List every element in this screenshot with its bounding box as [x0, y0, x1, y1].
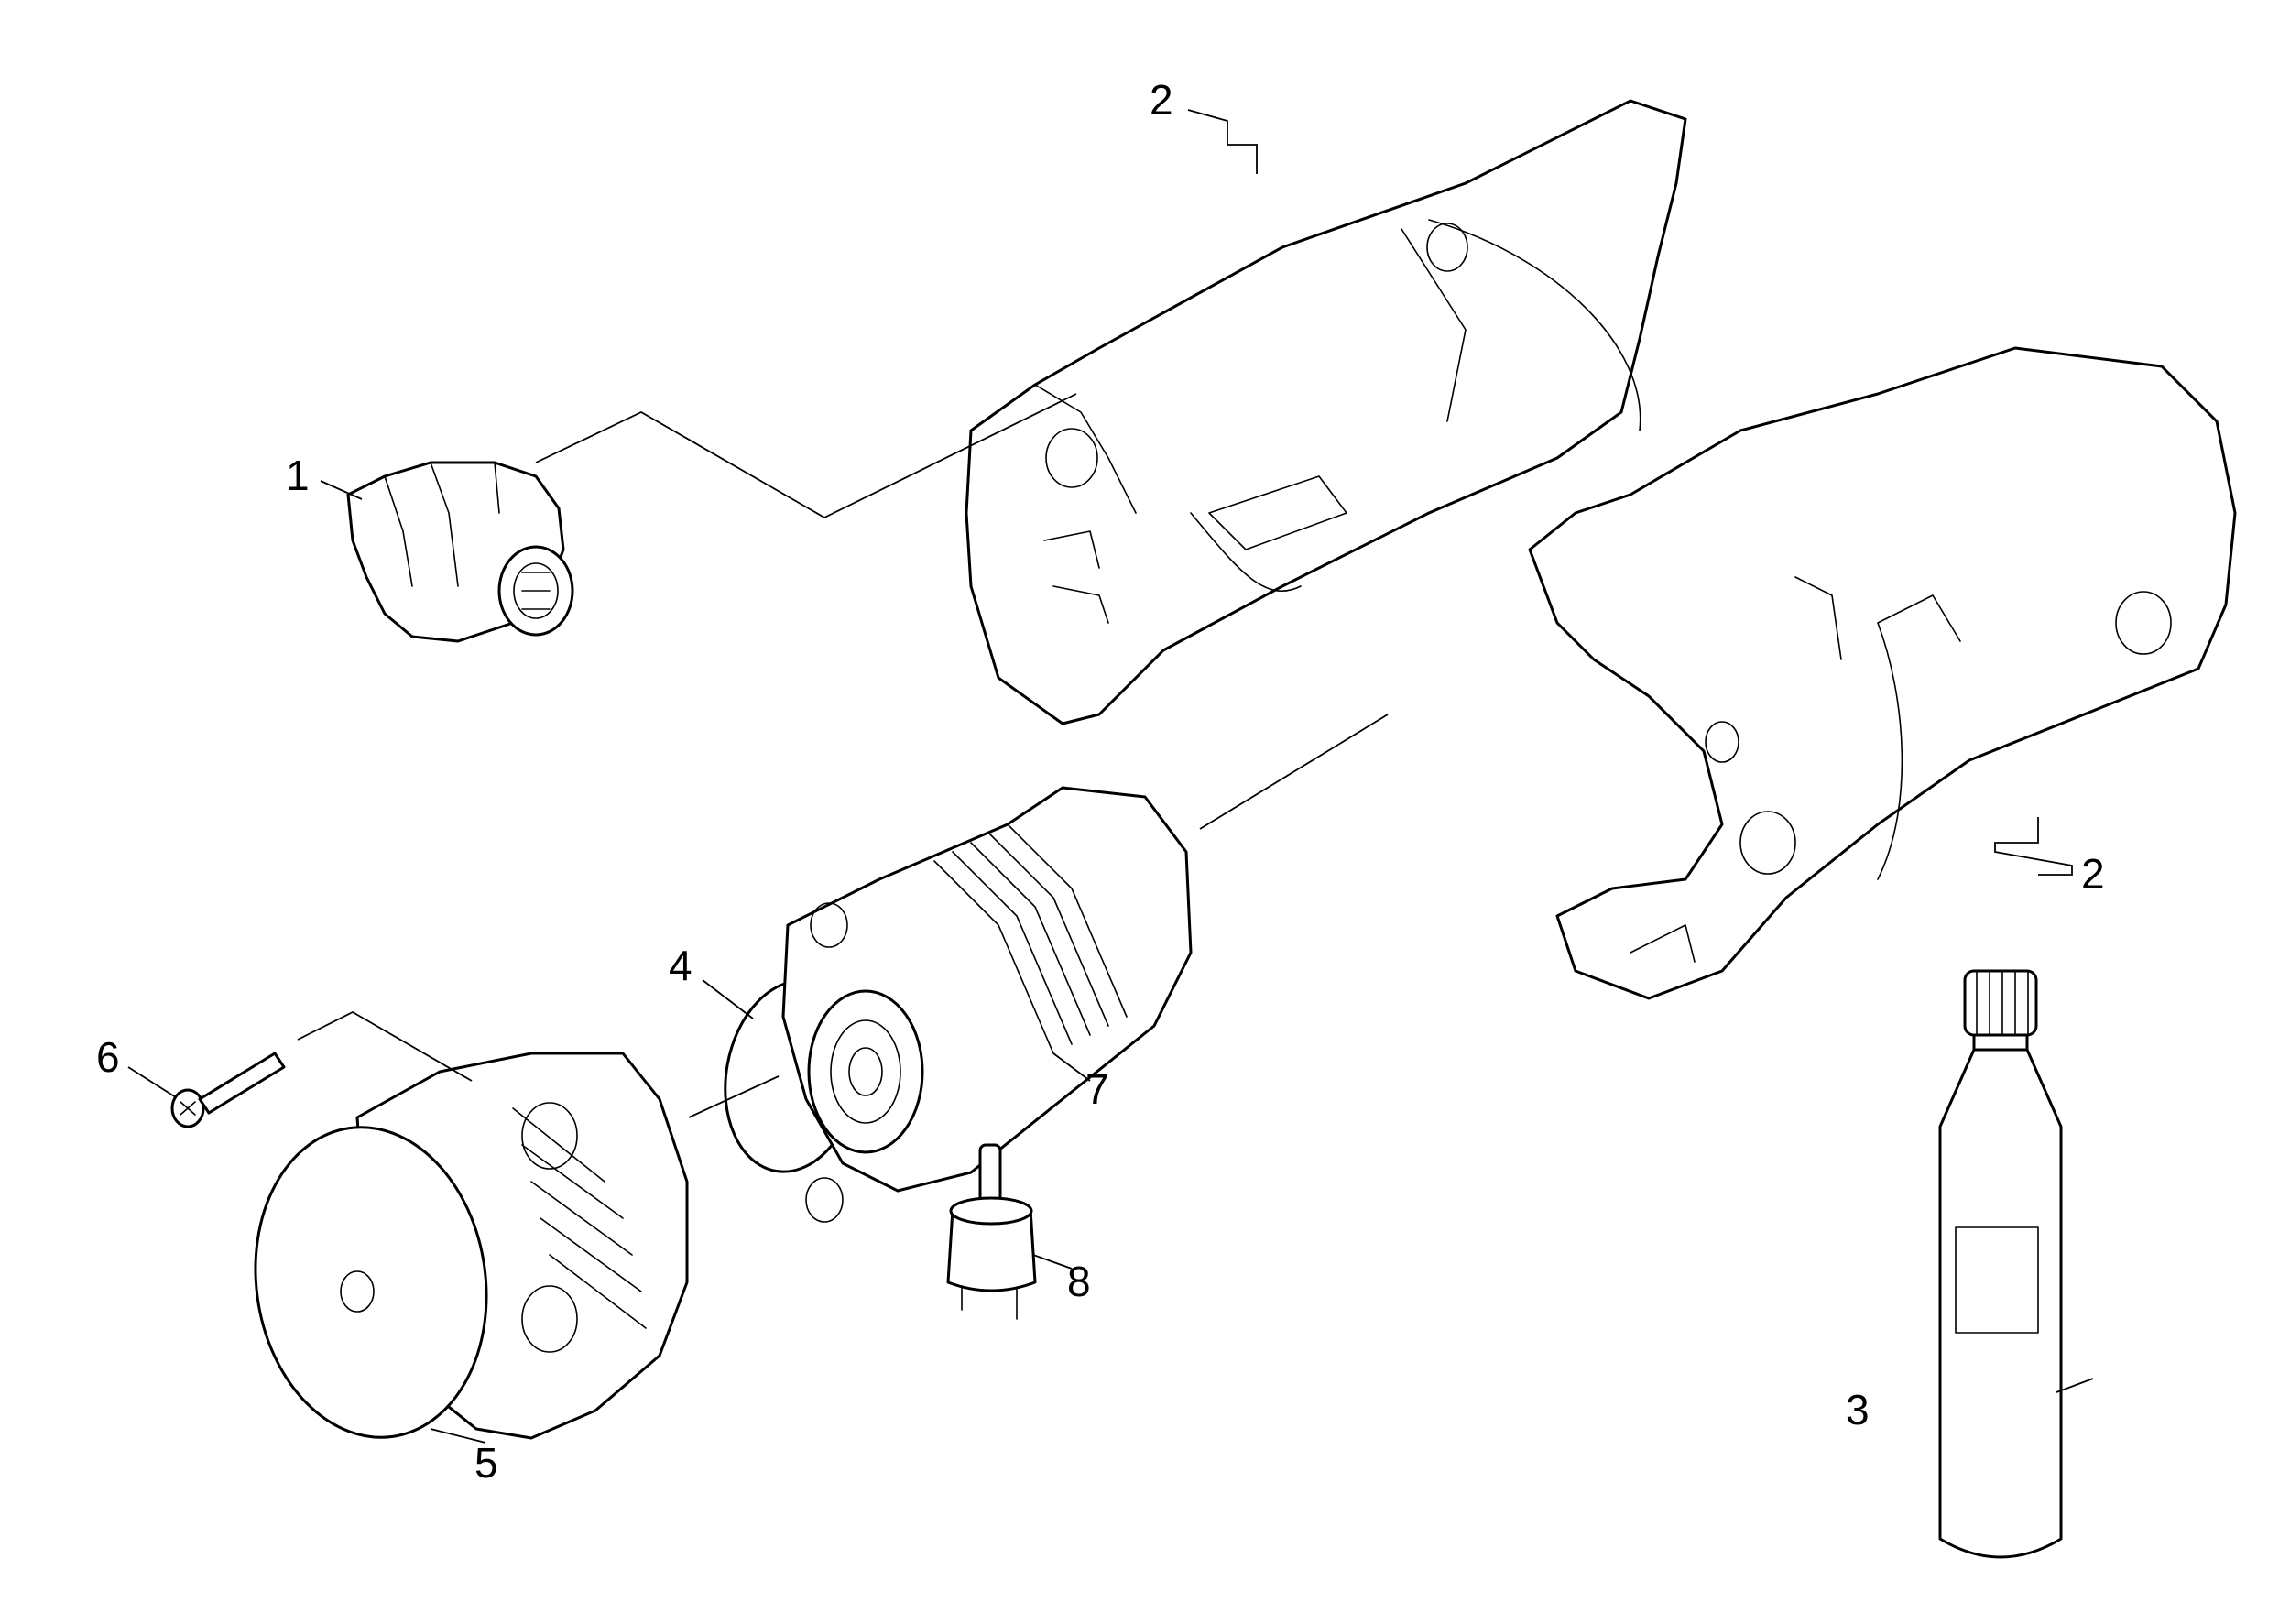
- part-6-screw: [170, 1052, 286, 1128]
- assembly-lines: [297, 393, 1389, 1118]
- callout-4: 4: [669, 942, 692, 989]
- callout-2-upper: 2: [1150, 76, 1173, 124]
- callout-3: 3: [1846, 1386, 1870, 1433]
- part-8-capacitor: [946, 1143, 1037, 1320]
- callout-8: 8: [1067, 1258, 1091, 1305]
- callout-7: 7: [1085, 1065, 1109, 1113]
- part-7-motor: [781, 786, 1193, 1223]
- part-1-switch: [346, 461, 574, 643]
- part-2-housing-upper: [965, 99, 1687, 725]
- callout-6: 6: [96, 1033, 120, 1081]
- callout-1: 1: [286, 452, 310, 499]
- callout-2-lower: 2: [2081, 850, 2105, 898]
- callout-leaders: [127, 109, 2094, 1444]
- part-3-bottle: [1938, 969, 2063, 1559]
- part-2-housing-lower: [1528, 346, 2237, 1000]
- part-5-pump-head: [254, 1052, 689, 1440]
- callout-5: 5: [474, 1439, 498, 1487]
